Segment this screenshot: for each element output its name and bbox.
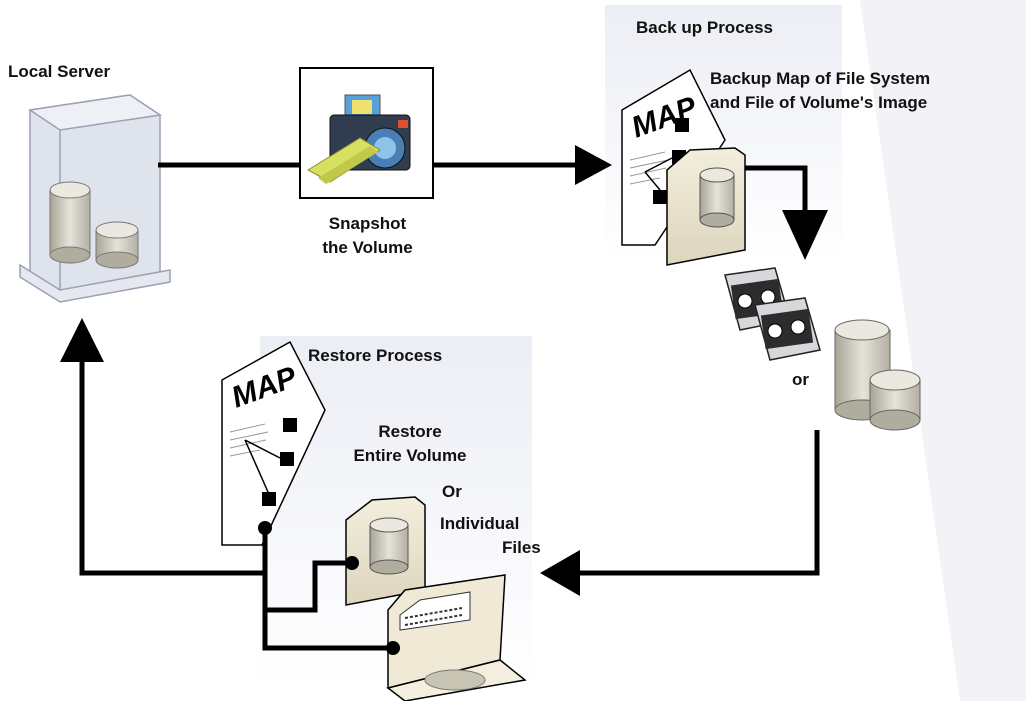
disk-stack-icon bbox=[834, 319, 921, 431]
arrow-backup-down bbox=[745, 165, 808, 215]
folder-disk-restore-icon bbox=[345, 496, 426, 606]
arrow-restore-to-server bbox=[79, 355, 265, 576]
map-document-restore-icon: MAP bbox=[221, 340, 326, 546]
label-restore-process: Restore Process bbox=[308, 346, 443, 365]
camera-icon bbox=[299, 67, 434, 199]
arrow-storage-return bbox=[580, 430, 820, 576]
label-individual-files: Individual Files bbox=[440, 512, 541, 560]
arrowhead-to-backup bbox=[575, 145, 612, 185]
label-backup-map-line1: Backup Map of File System bbox=[710, 69, 931, 88]
label-local-server: Local Server bbox=[8, 62, 111, 81]
open-folder-document-icon bbox=[386, 574, 527, 701]
map-document-icon: MAP bbox=[621, 68, 726, 246]
label-restore-entire-volume: Restore Entire Volume bbox=[325, 420, 495, 468]
background-wedge bbox=[860, 0, 1026, 701]
connector-to-open-folder bbox=[262, 610, 393, 651]
label-backup-map: Backup Map of File System and File of Vo… bbox=[710, 67, 930, 115]
label-restore-line1: Restore bbox=[378, 422, 442, 441]
label-individual-line1: Individual bbox=[440, 514, 520, 533]
folder-disk-icon bbox=[666, 147, 746, 266]
label-restore-line2: Entire Volume bbox=[353, 446, 467, 465]
arrowhead-down bbox=[782, 210, 828, 260]
label-snapshot-line1: Snapshot bbox=[328, 214, 407, 233]
server-icon bbox=[19, 94, 171, 303]
label-backup-process: Back up Process bbox=[636, 18, 774, 37]
connector-dot bbox=[386, 641, 400, 655]
tape-icon bbox=[724, 267, 821, 361]
label-snapshot-line2: the Volume bbox=[322, 238, 413, 257]
arrowhead-to-server bbox=[60, 318, 104, 362]
label-restore-or: Or bbox=[442, 482, 462, 501]
connector-dot bbox=[345, 556, 359, 570]
label-or-media: or bbox=[792, 370, 809, 389]
connector-to-folder bbox=[262, 528, 352, 613]
arrowhead-to-restore bbox=[540, 550, 580, 596]
label-snapshot: Snapshot the Volume bbox=[295, 212, 440, 260]
label-individual-line2: Files bbox=[502, 538, 541, 557]
label-backup-map-line2: and File of Volume's Image bbox=[710, 93, 928, 112]
